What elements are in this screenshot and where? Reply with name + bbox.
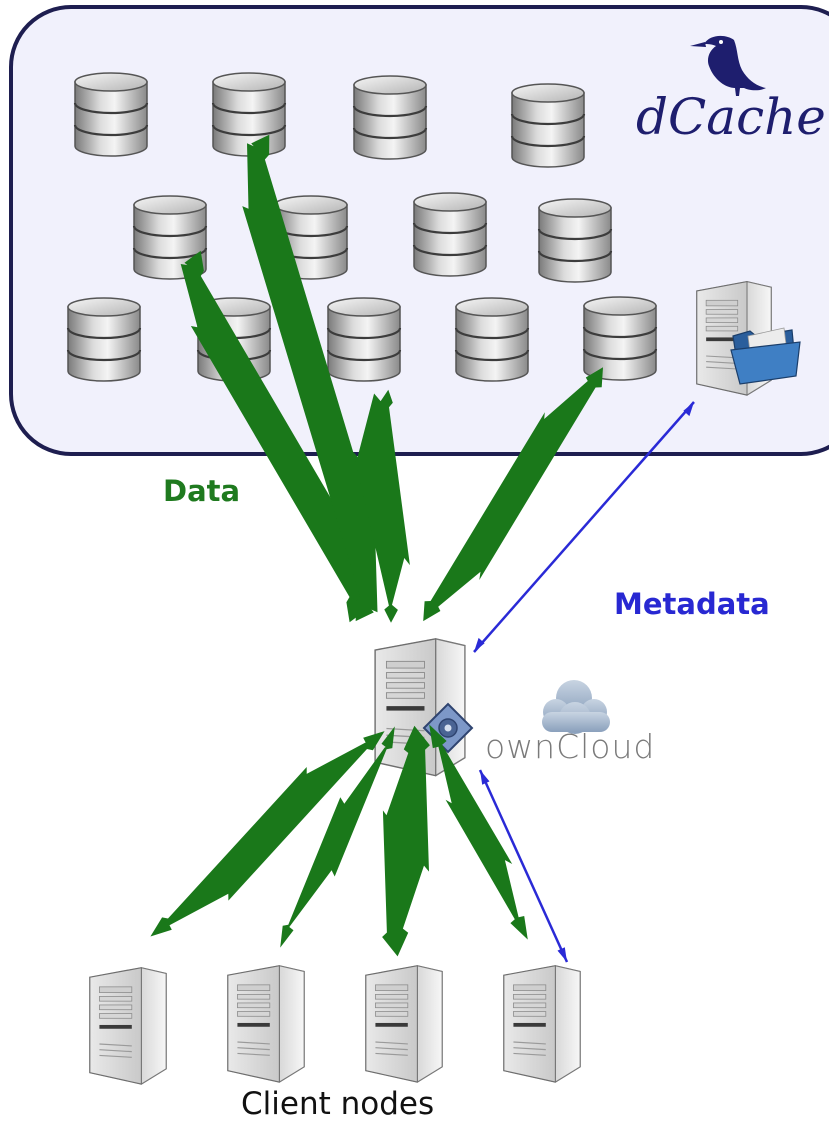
data-arrow: [180, 250, 370, 623]
client-nodes-label: Client nodes: [241, 1086, 435, 1122]
metadata-arrows: [473, 401, 695, 963]
database-disk-icon: [66, 296, 142, 383]
metadata-server: [696, 281, 801, 396]
data-arrow: [242, 134, 383, 622]
data-arrow: [150, 731, 385, 937]
server-tower-icon: [365, 965, 443, 1083]
data-arrow: [353, 389, 410, 623]
database-disk-icon: [412, 191, 488, 278]
server-tower-icon: [227, 965, 305, 1083]
data-label: Data: [163, 474, 241, 508]
server-tower-icon: [503, 965, 581, 1083]
bird-logo-icon: [690, 35, 766, 96]
database-disk-icon: [73, 71, 149, 158]
metadata-arrow: [478, 769, 569, 963]
database-disk-icon: [582, 295, 658, 382]
database-disk-icon: [510, 82, 586, 169]
server-tower-icon: [89, 967, 167, 1085]
data-arrow: [423, 367, 603, 622]
database-disk-icon: [326, 296, 402, 383]
database-disk-icon: [537, 197, 613, 284]
metadata-label: Metadata: [614, 587, 770, 621]
client-nodes: [89, 965, 581, 1085]
database-disk-icon: [352, 74, 428, 161]
data-arrow: [280, 726, 395, 948]
data-arrow: [382, 725, 430, 957]
database-disk-icon: [454, 296, 530, 383]
metadata-arrow: [473, 401, 695, 653]
data-arrows: [150, 134, 603, 957]
folder-icon: [730, 327, 801, 385]
cloud-logo-icon: [542, 680, 610, 734]
data-arrow: [429, 724, 528, 940]
dcache-logo-text: dCache: [636, 88, 826, 146]
database-disk-icon: [211, 71, 287, 158]
owncloud-logo-text: ownCloud: [485, 727, 656, 766]
